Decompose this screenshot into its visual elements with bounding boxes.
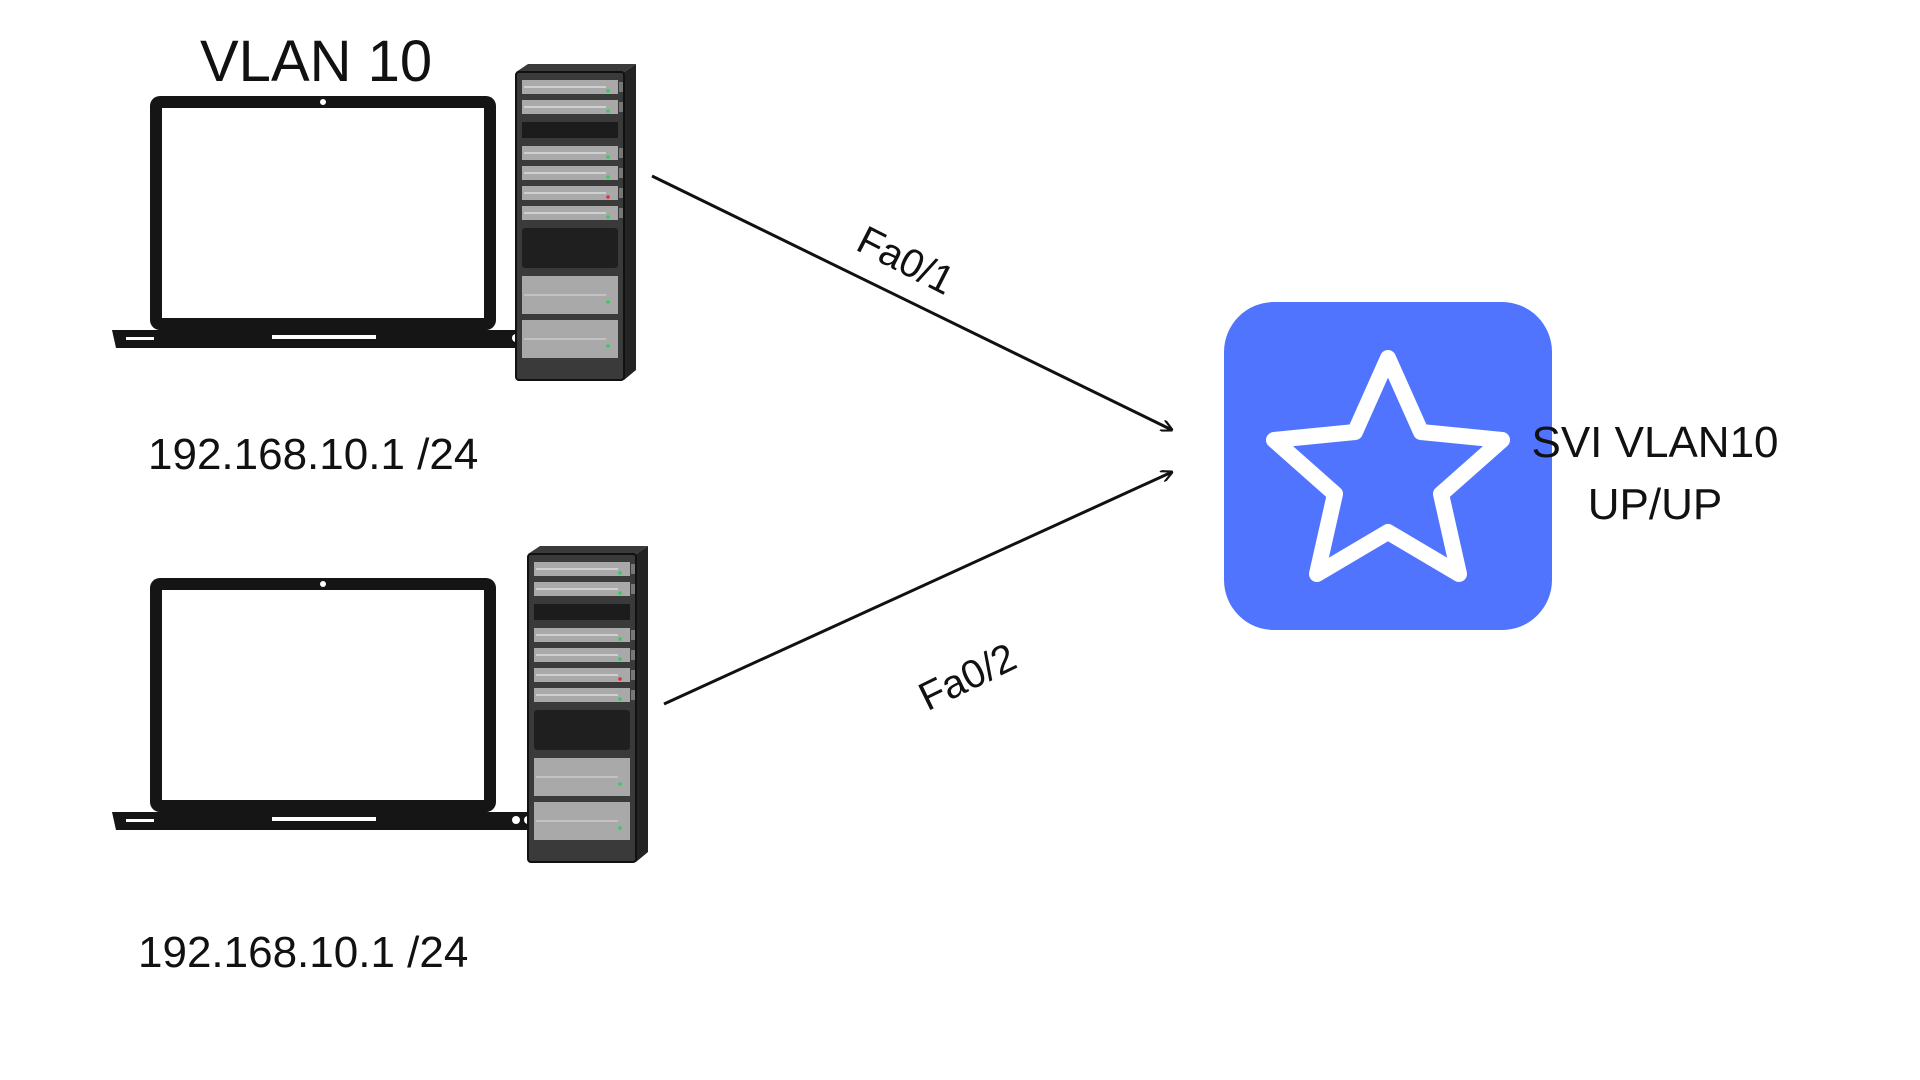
svi-name: SVI VLAN10 (1531, 418, 1779, 467)
host-1 (112, 63, 637, 381)
host-2-ip: 192.168.10.1 /24 (138, 928, 469, 977)
server-rack-icon (527, 545, 649, 863)
laptop-icon (112, 578, 562, 830)
server-rack-icon (515, 63, 637, 381)
link-fa0-2 (663, 472, 1172, 706)
switch-box (1224, 302, 1552, 630)
host-2 (112, 545, 649, 863)
host-1-ip: 192.168.10.1 /24 (148, 430, 479, 479)
vlan-title: VLAN 10 (200, 29, 433, 94)
svi-switch (1224, 302, 1552, 630)
link-fa0-1 (651, 174, 1172, 430)
svi-state: UP/UP (1587, 480, 1723, 529)
star-icon (1266, 350, 1510, 582)
svi-status: SVI VLAN10 UP/UP (1490, 412, 1820, 536)
laptop-icon (112, 96, 562, 348)
